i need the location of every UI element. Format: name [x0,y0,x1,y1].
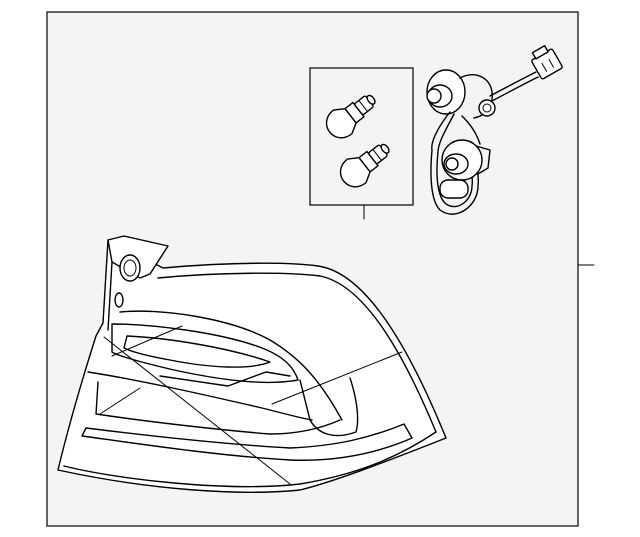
bulbs-group [309,67,414,220]
bulb-icon [339,143,390,188]
socket-icon [426,69,496,119]
tail-lamp-icon [57,235,447,493]
socket-and-harness-group [426,45,563,215]
connector-icon [531,45,563,80]
socket-icon [439,139,491,199]
bulb-icon [325,94,376,139]
